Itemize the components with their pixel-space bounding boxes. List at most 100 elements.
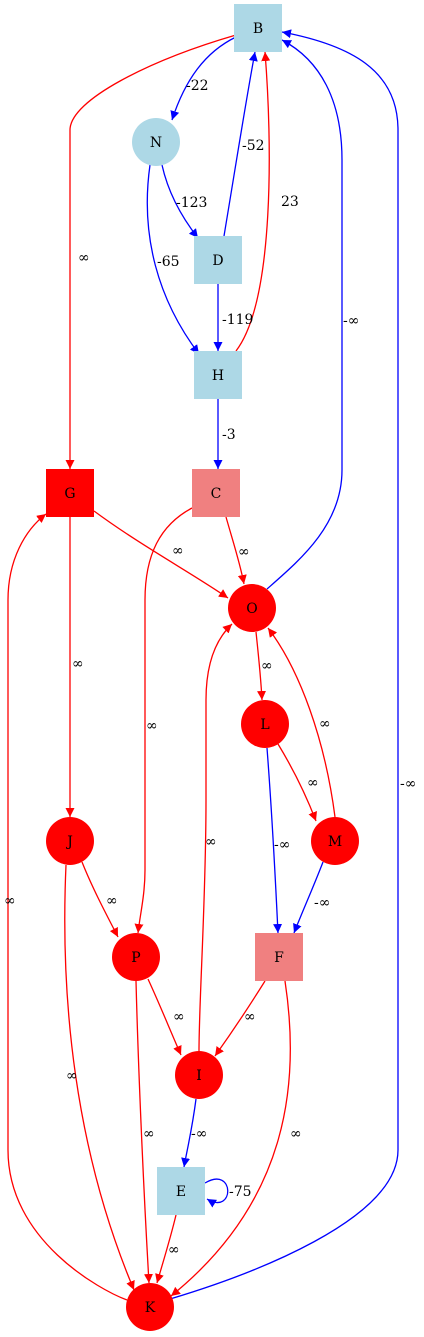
- edge-label-o-to-b: -∞: [343, 313, 359, 329]
- edge-c-to-p: [134, 507, 193, 934]
- edge-label-i-to-o: ∞: [205, 834, 217, 850]
- edge-label-d-to-h: -119: [222, 312, 253, 328]
- node-shape-h: [194, 351, 242, 399]
- edge-label-c-to-o: ∞: [238, 544, 250, 560]
- edge-label-f-to-i: ∞: [244, 1009, 256, 1025]
- node-label-c: C: [211, 486, 222, 502]
- node-o[interactable]: O: [228, 584, 276, 632]
- node-k[interactable]: K: [126, 1283, 174, 1331]
- node-f[interactable]: F: [255, 933, 303, 981]
- node-p[interactable]: P: [112, 933, 160, 981]
- node-h[interactable]: H: [194, 351, 242, 399]
- edges-layer: [7, 29, 399, 1301]
- edge-label-j-to-k: ∞: [66, 1068, 78, 1084]
- node-c[interactable]: C: [192, 469, 240, 517]
- edge-f-to-i: [214, 980, 266, 1057]
- edge-label-i-to-e: -∞: [191, 1126, 207, 1142]
- node-shape-e: [157, 1167, 205, 1215]
- edge-j-to-p: [81, 861, 119, 938]
- edge-n-to-h: [146, 164, 200, 355]
- node-label-p: P: [131, 950, 140, 966]
- node-e[interactable]: E: [157, 1167, 205, 1215]
- node-m[interactable]: M: [311, 817, 359, 865]
- edge-label-p-to-k: ∞: [143, 1126, 155, 1142]
- edge-label-k-to-g: ∞: [4, 893, 16, 909]
- node-shape-l: [241, 700, 289, 748]
- node-shape-o: [228, 584, 276, 632]
- edge-l-to-m: [277, 743, 317, 822]
- edge-labels-layer: -22∞-123-65-52-11923-3-∞-∞∞∞∞∞∞∞∞∞-∞-∞∞∞…: [4, 78, 416, 1258]
- edge-b-to-n: [170, 36, 237, 121]
- node-label-k: K: [145, 1300, 156, 1316]
- node-label-o: O: [246, 601, 257, 617]
- edge-label-b-to-n: -22: [186, 78, 209, 94]
- node-label-d: D: [212, 253, 223, 269]
- edge-label-o-to-l: ∞: [261, 658, 273, 674]
- edge-f-to-k: [170, 980, 291, 1297]
- node-shape-p: [112, 933, 160, 981]
- edge-o-to-b: [266, 39, 343, 590]
- node-l[interactable]: L: [241, 700, 289, 748]
- edge-label-k-to-b: -∞: [400, 776, 416, 792]
- edge-j-to-k: [64, 864, 135, 1291]
- node-i[interactable]: I: [175, 1051, 223, 1099]
- node-j[interactable]: J: [46, 817, 94, 865]
- edge-label-m-to-o: ∞: [319, 716, 331, 732]
- node-shape-b: [234, 4, 282, 52]
- node-label-n: N: [150, 135, 162, 151]
- node-shape-g: [46, 469, 94, 517]
- edge-label-n-to-d: -123: [176, 195, 207, 211]
- edge-o-to-l: [255, 631, 267, 701]
- node-label-b: B: [253, 21, 263, 37]
- node-shape-k: [126, 1283, 174, 1331]
- edge-p-to-k: [135, 980, 153, 1284]
- node-shape-f: [255, 933, 303, 981]
- node-shape-d: [194, 236, 242, 284]
- node-n[interactable]: N: [132, 118, 180, 166]
- edge-h-to-b: [235, 51, 271, 352]
- edge-label-e-to-e: -75: [229, 1184, 252, 1200]
- edge-label-m-to-f: -∞: [314, 895, 330, 911]
- node-d[interactable]: D: [194, 236, 242, 284]
- edge-label-p-to-i: ∞: [173, 1009, 185, 1025]
- edge-n-to-d: [161, 164, 199, 239]
- edge-k-to-b: [169, 29, 399, 1300]
- edge-k-to-g: [7, 513, 128, 1301]
- node-shape-j: [46, 817, 94, 865]
- edge-label-l-to-m: ∞: [307, 775, 319, 791]
- node-label-i: I: [196, 1068, 202, 1084]
- node-label-h: H: [212, 368, 224, 384]
- edge-l-to-f: [266, 747, 283, 934]
- edge-d-to-b: [223, 51, 258, 237]
- edge-e-to-e: [204, 1178, 229, 1208]
- edge-label-g-to-o: ∞: [172, 543, 184, 559]
- edge-m-to-f: [293, 861, 324, 934]
- node-label-j: J: [65, 834, 73, 850]
- node-label-l: L: [260, 717, 269, 733]
- node-shape-m: [311, 817, 359, 865]
- node-b[interactable]: B: [234, 4, 282, 52]
- node-label-f: F: [274, 950, 284, 966]
- node-g[interactable]: G: [46, 469, 94, 517]
- edge-label-b-to-g: ∞: [78, 250, 90, 266]
- node-shape-n: [132, 118, 180, 166]
- edge-label-n-to-h: -65: [157, 254, 180, 270]
- nodes-layer: B N D H G C O L J M P F I E K: [46, 4, 359, 1331]
- edge-i-to-o: [198, 623, 233, 1052]
- edge-label-j-to-p: ∞: [106, 893, 118, 909]
- edge-label-h-to-c: -3: [222, 427, 236, 443]
- edge-i-to-e: [181, 1098, 197, 1168]
- edge-label-c-to-p: ∞: [146, 718, 158, 734]
- edge-m-to-o: [267, 627, 336, 818]
- edge-label-g-to-j: ∞: [72, 656, 84, 672]
- edge-e-to-k: [155, 1214, 177, 1284]
- edge-label-l-to-f: -∞: [274, 837, 290, 853]
- node-label-g: G: [64, 486, 75, 502]
- edge-c-to-o: [225, 516, 247, 585]
- node-label-e: E: [176, 1184, 186, 1200]
- edge-b-to-g: [65, 34, 237, 469]
- edge-label-h-to-b: 23: [281, 194, 299, 210]
- node-shape-i: [175, 1051, 223, 1099]
- edge-g-to-o: [93, 510, 229, 599]
